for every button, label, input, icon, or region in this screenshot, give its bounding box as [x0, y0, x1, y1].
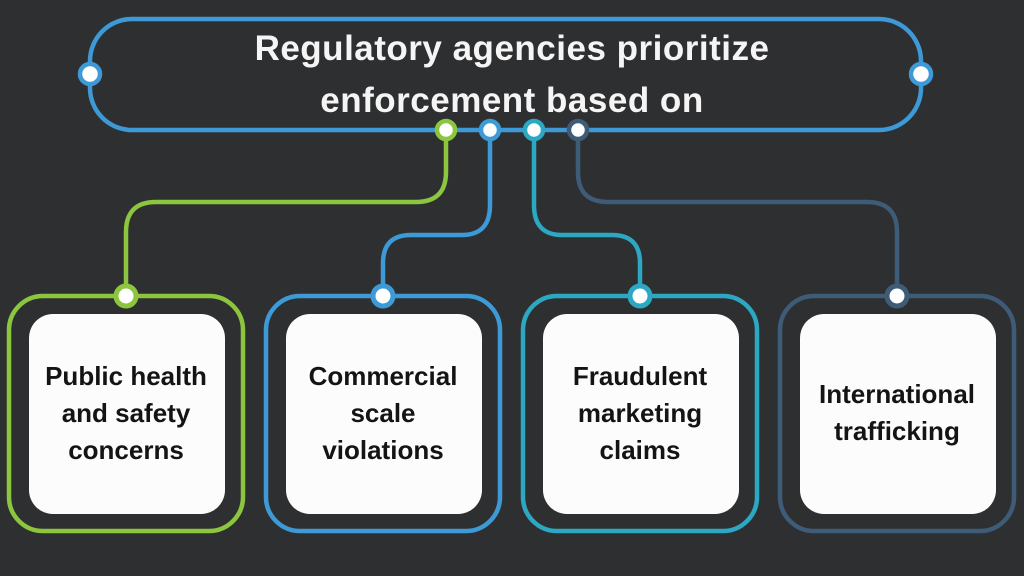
box-node-public-health-icon [113, 283, 139, 309]
box-label-public-health: Public health and safety concerns [45, 360, 207, 465]
connector-line-fraudulent-marketing [531, 127, 643, 299]
connector-line-international-trafficking [575, 127, 900, 299]
connector-line-commercial-scale [380, 127, 493, 299]
box-card-fraudulent-marketing [543, 314, 739, 514]
box-node-international-trafficking-icon [884, 283, 910, 309]
box-card-commercial-scale [286, 314, 482, 514]
title-node-international-trafficking-icon [566, 118, 590, 142]
title-node-fraudulent-marketing-icon [522, 118, 546, 142]
box-node-commercial-scale-icon [370, 283, 396, 309]
box-label-international-trafficking: International trafficking [818, 379, 975, 446]
box-card-international-trafficking [800, 314, 996, 514]
box-node-fraudulent-marketing-icon [627, 283, 653, 309]
diagram-title: Regulatory agencies prioritize enforceme… [254, 29, 770, 120]
box-label-fraudulent-marketing: Fraudulent marketing claims [572, 360, 708, 465]
box-label-commercial-scale: Commercial scale violations [308, 360, 458, 465]
connector-line-public-health [123, 127, 449, 299]
box-card-public-health [29, 314, 225, 514]
title-left-node-icon [77, 61, 103, 87]
title-right-node-icon [908, 61, 934, 87]
title-node-commercial-scale-icon [478, 118, 502, 142]
title-node-public-health-icon [434, 118, 458, 142]
